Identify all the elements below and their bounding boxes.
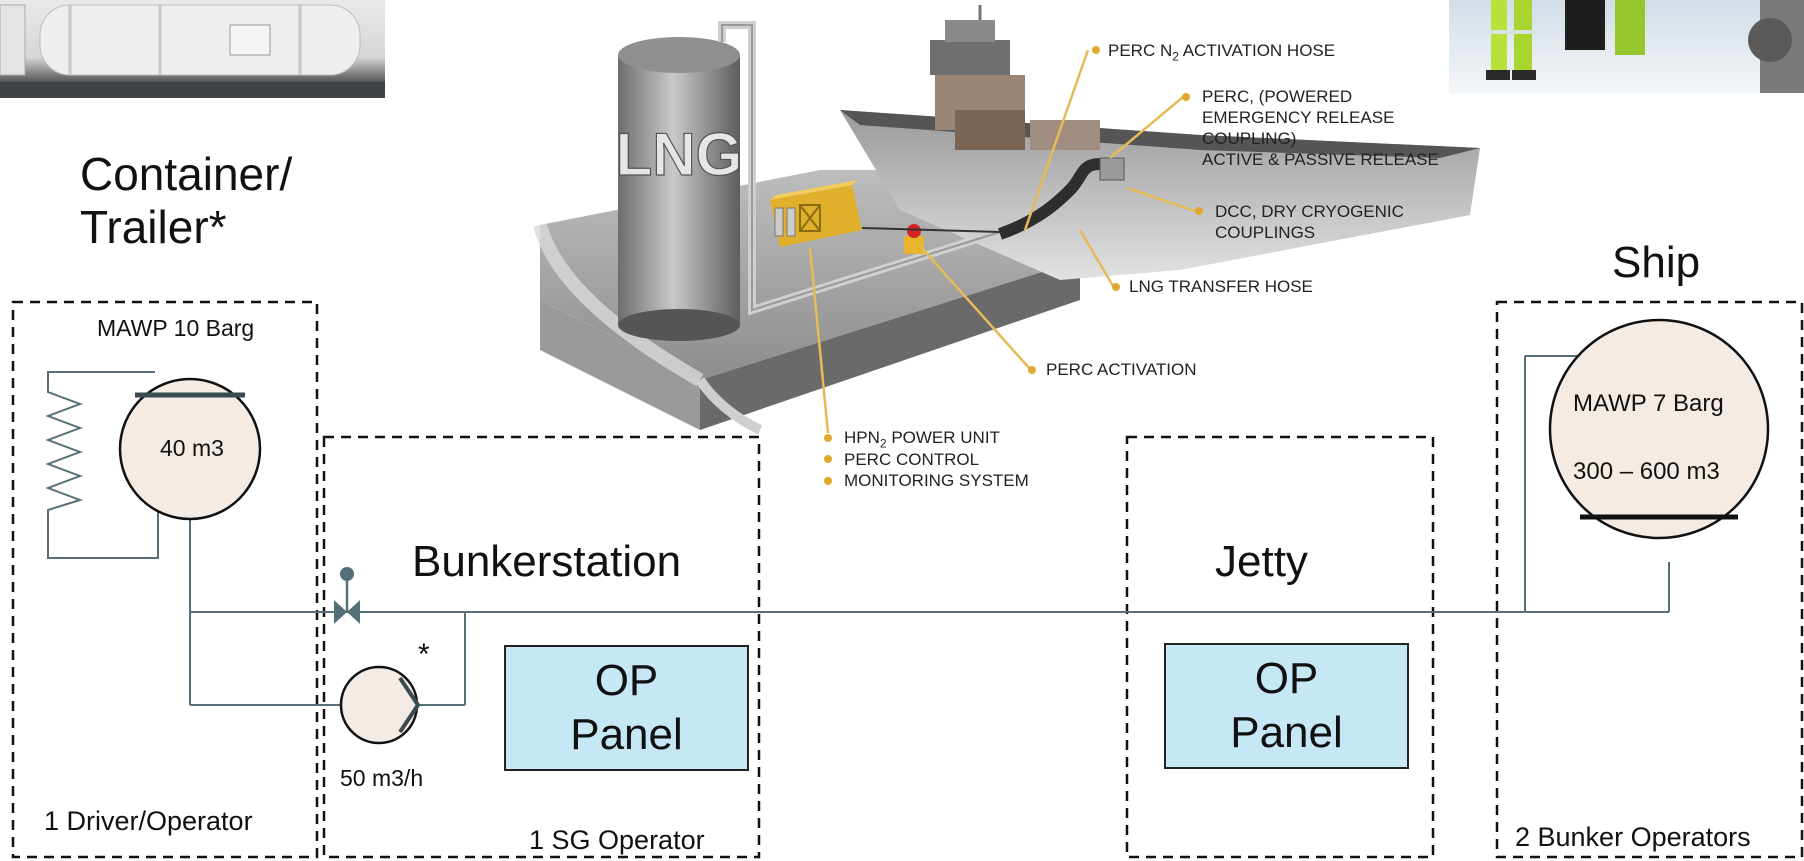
bunkerstation-op-panel-line-1: OP <box>594 656 659 705</box>
callout-monitoring: MONITORING SYSTEM <box>844 471 1029 490</box>
tank-lng-label: LNG <box>616 121 743 188</box>
operator-photo <box>1449 0 1804 93</box>
container-photo <box>0 0 385 98</box>
callout-perc-coupling: PERC, (POWERED EMERGENCY RELEASE COUPLIN… <box>1202 87 1439 169</box>
pump-marker: * <box>418 638 430 671</box>
container-operator-label: 1 Driver/Operator <box>44 806 253 836</box>
pump-flow-label: 50 m3/h <box>340 765 424 791</box>
container-volume-label: 40 m3 <box>160 435 224 461</box>
container-title-line-2: Trailer* <box>80 200 227 253</box>
ship-mawp-label: MAWP 7 Barg <box>1573 390 1724 417</box>
container-trailer-title: Container/ Trailer* <box>80 148 292 254</box>
bunkering-illustration: LNG <box>533 5 1480 485</box>
ship-boundary <box>1495 300 1804 859</box>
jetty-boundary <box>1125 435 1435 859</box>
jetty-title: Jetty <box>1215 537 1308 586</box>
ship-title: Ship <box>1612 238 1701 287</box>
callout-power-unit: HPN2 POWER UNIT <box>844 428 1000 451</box>
ship-operator-label: 2 Bunker Operators <box>1515 822 1751 852</box>
process-piping <box>45 355 1670 706</box>
callout-perc-activation: PERC ACTIVATION <box>1046 360 1197 379</box>
callout-perc-n2-hose: PERC N2 ACTIVATION HOSE <box>1108 41 1336 64</box>
bunkerstation-op-panel[interactable]: OP Panel <box>504 645 749 771</box>
valve-icon[interactable] <box>334 567 360 624</box>
callout-transfer-hose: LNG TRANSFER HOSE <box>1129 277 1313 296</box>
container-boundary <box>11 300 319 859</box>
callout-dcc: DCC, DRY CRYOGENIC COUPLINGS <box>1215 202 1404 242</box>
bunkerstation-title: Bunkerstation <box>412 537 682 586</box>
bunkerstation-op-panel-line-2: Panel <box>570 710 683 759</box>
container-mawp-label: MAWP 10 Barg <box>97 315 255 341</box>
container-vessel <box>118 377 262 521</box>
ship-volume-label: 300 – 600 m3 <box>1573 458 1720 485</box>
jetty-op-panel[interactable]: OP Panel <box>1164 643 1409 769</box>
container-title-line-1: Container/ <box>80 148 293 200</box>
callout-perc-control: PERC CONTROL <box>844 450 980 469</box>
jetty-op-panel-line-1: OP <box>1254 654 1319 703</box>
bunkerstation-operator-label: 1 SG Operator <box>529 825 705 855</box>
jetty-op-panel-line-2: Panel <box>1230 708 1343 757</box>
pump-icon[interactable] <box>339 665 421 745</box>
ship-vessel <box>1548 318 1770 540</box>
bunkerstation-boundary <box>322 435 761 859</box>
